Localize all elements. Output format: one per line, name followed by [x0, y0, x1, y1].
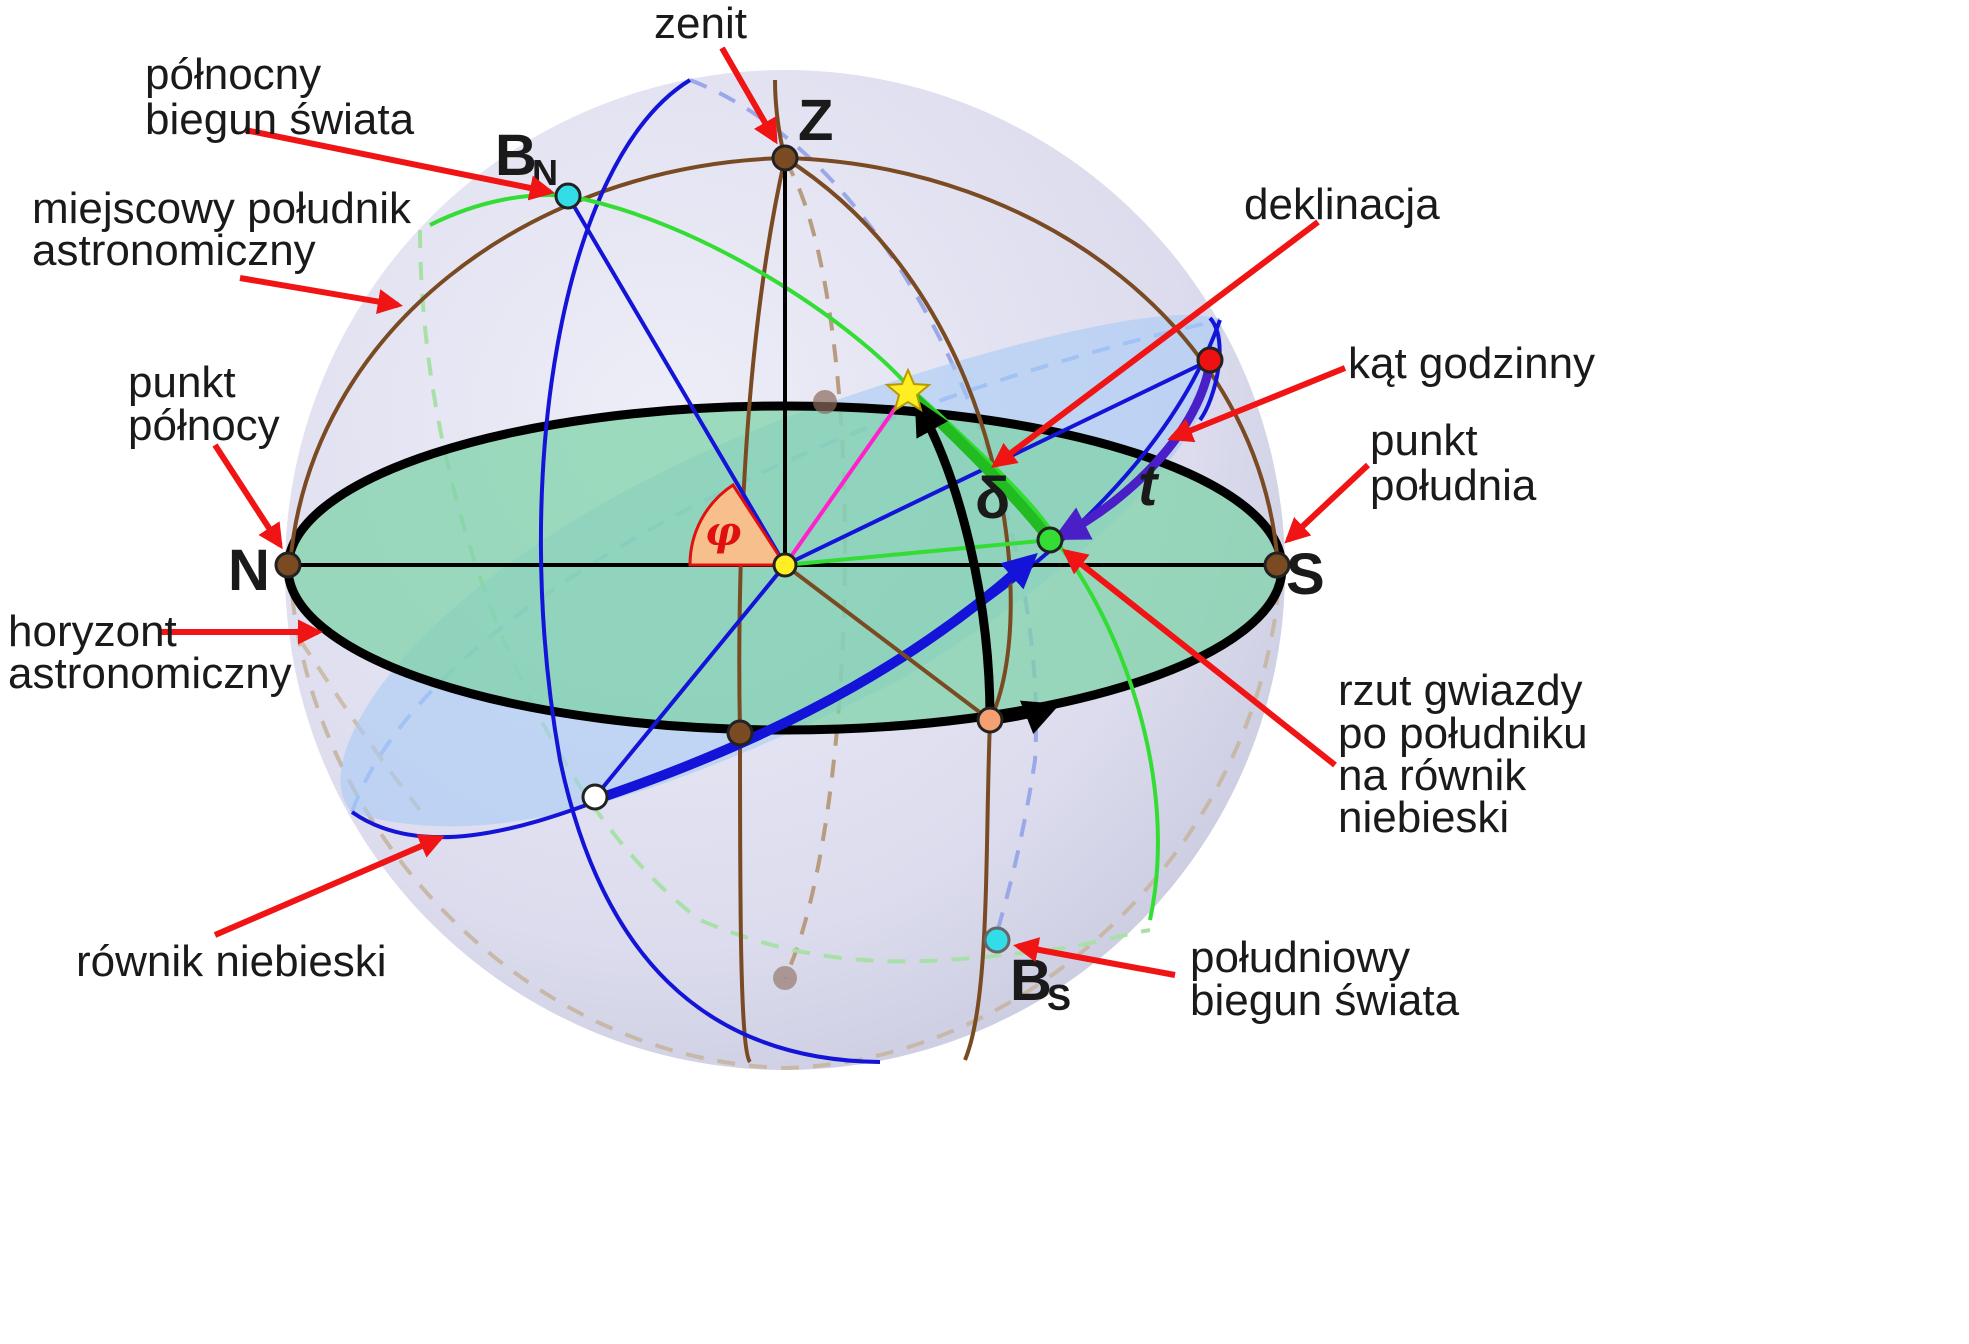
center-to-east-line: [783, 563, 992, 722]
equator-point: [581, 783, 609, 811]
south-point-caption-1: punkt: [1370, 416, 1478, 465]
south-pole-arrow: [1013, 937, 1176, 978]
latitude-angle-wedge: [688, 482, 788, 567]
north-pole-label: B: [495, 123, 537, 188]
declination-arrow: [990, 219, 1320, 469]
hidden-point-bottom: [773, 966, 797, 990]
equator-arrow: [213, 834, 445, 938]
north-pole-caption-1: północny: [145, 50, 321, 99]
east-point: [976, 706, 1004, 734]
south-pole-caption-1: południowy: [1190, 933, 1410, 982]
zenith-point: [771, 144, 799, 172]
projection-caption-3: na równik: [1338, 751, 1527, 800]
hidden-point-top: [813, 390, 837, 414]
horizon-caption-1: horyzont: [8, 607, 177, 656]
hidden-meridian-arc: [288, 564, 1282, 1071]
south-pole-point: [983, 926, 1011, 954]
north-point: [274, 551, 302, 579]
south-point-arrow: [1284, 462, 1371, 544]
horizon-caption-2: astronomiczny: [8, 649, 292, 698]
hidden-vertical-arc: [783, 158, 847, 979]
vertical-circle: [783, 156, 1013, 1061]
projection-caption-1: rzut gwiazdy: [1338, 666, 1583, 715]
equator-caption: równik niebieski: [76, 937, 387, 986]
star-radius: [783, 388, 910, 567]
zenith-label: Z: [798, 88, 833, 153]
north-point-caption-2: północy: [128, 401, 280, 450]
south-label: S: [1286, 542, 1325, 607]
annotation-arrows: [158, 46, 1371, 978]
north-pole-arrow: [244, 127, 555, 201]
hour-angle-arc: [1052, 361, 1215, 540]
zenit-arrow: [719, 46, 778, 145]
zenit-label: zenit: [654, 0, 747, 48]
declination-symbol: δ: [975, 466, 1010, 531]
center-point: [772, 552, 798, 578]
equator-thick-arrow: [598, 552, 1038, 803]
hour-angle-start-point: [1196, 346, 1224, 374]
meridian-arrow: [239, 275, 403, 315]
north-pole-caption-2: biegun świata: [145, 95, 415, 144]
latitude-symbol: φ: [705, 508, 741, 555]
north-label: N: [228, 538, 270, 603]
south-point: [1263, 551, 1291, 579]
star-projection-radius: [784, 538, 1051, 567]
star-projection-point: [1036, 526, 1064, 554]
south-point-caption-2: południa: [1370, 461, 1537, 510]
north-point-caption-1: punkt: [128, 358, 236, 407]
hour-angle-arrow: [1167, 365, 1347, 443]
south-pole-sub-label: S: [1047, 977, 1071, 1018]
north-pole-point: [554, 182, 582, 210]
projection-caption-2: po południku: [1338, 709, 1588, 758]
hidden-star-circle-arc: [418, 229, 1151, 964]
west-horizon-point: [726, 719, 754, 747]
hour-angle-caption: kąt godzinny: [1348, 339, 1595, 388]
meridian-caption-2: astronomiczny: [32, 226, 316, 275]
altitude-arc: [914, 398, 995, 719]
north-point-arrow: [212, 443, 283, 550]
south-pole-label: B: [1010, 948, 1052, 1013]
projection-arrow: [1062, 548, 1337, 768]
meridian-caption-1: miejscowy południk: [32, 184, 412, 233]
south-pole-caption-2: biegun świata: [1190, 976, 1460, 1025]
projection-caption-4: niebieski: [1338, 793, 1509, 842]
star-icon: [884, 367, 932, 413]
declination-caption: deklinacja: [1244, 180, 1440, 229]
hour-angle-symbol: t: [1138, 453, 1160, 518]
